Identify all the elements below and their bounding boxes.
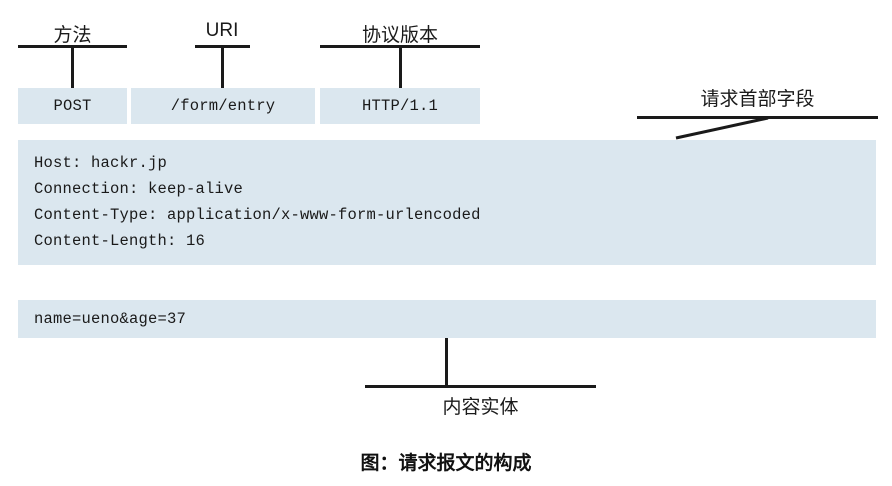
request-line-version-box: HTTP/1.1 (320, 88, 480, 124)
callout-leader-entity-body (445, 338, 448, 386)
callout-label-protocol-version: 协议版本 (361, 25, 438, 46)
request-line-method-box: POST (18, 88, 127, 124)
request-line-method-value: POST (53, 97, 92, 115)
request-headers-text: Host: hackr.jp Connection: keep-alive Co… (34, 154, 481, 250)
request-headers-block: Host: hackr.jp Connection: keep-alive Co… (18, 140, 876, 265)
callout-leader-method (71, 46, 74, 88)
callout-rule-request-header-fields (637, 116, 878, 119)
callout-rule-entity-body (365, 385, 596, 388)
callout-label-request-header-fields: 请求首部字段 (700, 89, 815, 110)
callout-leader-uri (221, 46, 224, 88)
request-body-text: name=ueno&age=37 (34, 310, 187, 328)
request-body-block: name=ueno&age=37 (18, 300, 876, 338)
callout-label-entity-body: 内容实体 (442, 397, 519, 418)
request-line-uri-box: /form/entry (131, 88, 315, 124)
figure-caption: 图：请求报文的构成 (360, 453, 532, 474)
callout-leader-protocol-version (399, 46, 402, 88)
request-line-version-value: HTTP/1.1 (361, 97, 439, 115)
callout-leader-request-header-fields (675, 116, 769, 140)
request-line-uri-value: /form/entry (170, 97, 276, 115)
callout-label-method: 方法 (53, 25, 92, 46)
callout-label-uri: URI (205, 20, 239, 41)
